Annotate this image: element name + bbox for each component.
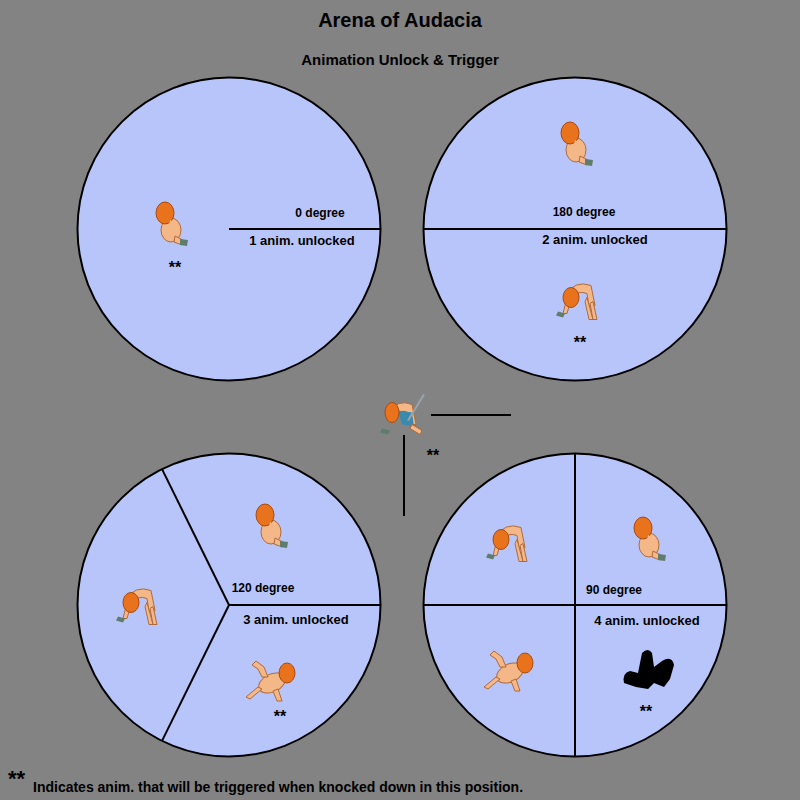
character-sprite (484, 651, 533, 691)
divider-line (575, 228, 727, 230)
character-sprite (156, 202, 188, 246)
sector-circle: 0 degree 1 anim. unlocked ** (76, 76, 382, 382)
leader-line (431, 414, 511, 416)
character-sprite (624, 650, 674, 689)
angle-label: 0 degree (295, 207, 344, 220)
divider-line (574, 605, 576, 757)
sector-circle: 120 degree 3 anim. unlocked ** (76, 452, 382, 758)
footnote-mark: ** (8, 767, 25, 791)
footnote: Indicates anim. that will be triggered w… (33, 780, 523, 795)
unlock-label: 3 anim. unlocked (243, 613, 348, 627)
circle-outline (76, 452, 382, 758)
subtitle: Animation Unlock & Trigger (301, 52, 499, 69)
divider-line (229, 604, 381, 606)
trigger-mark: ** (169, 259, 181, 277)
circle-outline (422, 452, 728, 758)
character-sprite (256, 504, 288, 548)
character-sprite (556, 284, 597, 320)
divider-line (424, 228, 576, 230)
circle-outline (76, 76, 382, 382)
character-sprite (116, 589, 157, 625)
title: Arena of Audacia (318, 9, 482, 31)
sector-circle: 180 degree 2 anim. unlocked ** (422, 76, 728, 382)
trigger-mark: ** (427, 447, 439, 465)
trigger-mark: ** (574, 334, 586, 352)
unlock-label: 1 anim. unlocked (249, 234, 354, 248)
angle-label: 120 degree (232, 582, 295, 595)
divider-line (575, 604, 727, 606)
angle-label: 90 degree (586, 584, 642, 597)
divider-line (574, 454, 576, 606)
trigger-mark: ** (640, 703, 652, 721)
angle-label: 180 degree (553, 206, 616, 219)
divider-line (424, 604, 576, 606)
character-sprite (634, 517, 666, 561)
trigger-mark: ** (274, 708, 286, 726)
divider-line (229, 228, 381, 230)
divider-line (162, 469, 229, 605)
character-sprite (380, 395, 424, 435)
character-sprite (246, 661, 295, 701)
unlock-label: 2 anim. unlocked (542, 233, 647, 247)
divider-line (162, 605, 229, 741)
character-sprite (486, 526, 527, 562)
character-sprite (561, 122, 593, 166)
sector-circle: 90 degree 4 anim. unlocked ** (422, 452, 728, 758)
leader-line (403, 435, 405, 516)
unlock-label: 4 anim. unlocked (594, 614, 699, 628)
